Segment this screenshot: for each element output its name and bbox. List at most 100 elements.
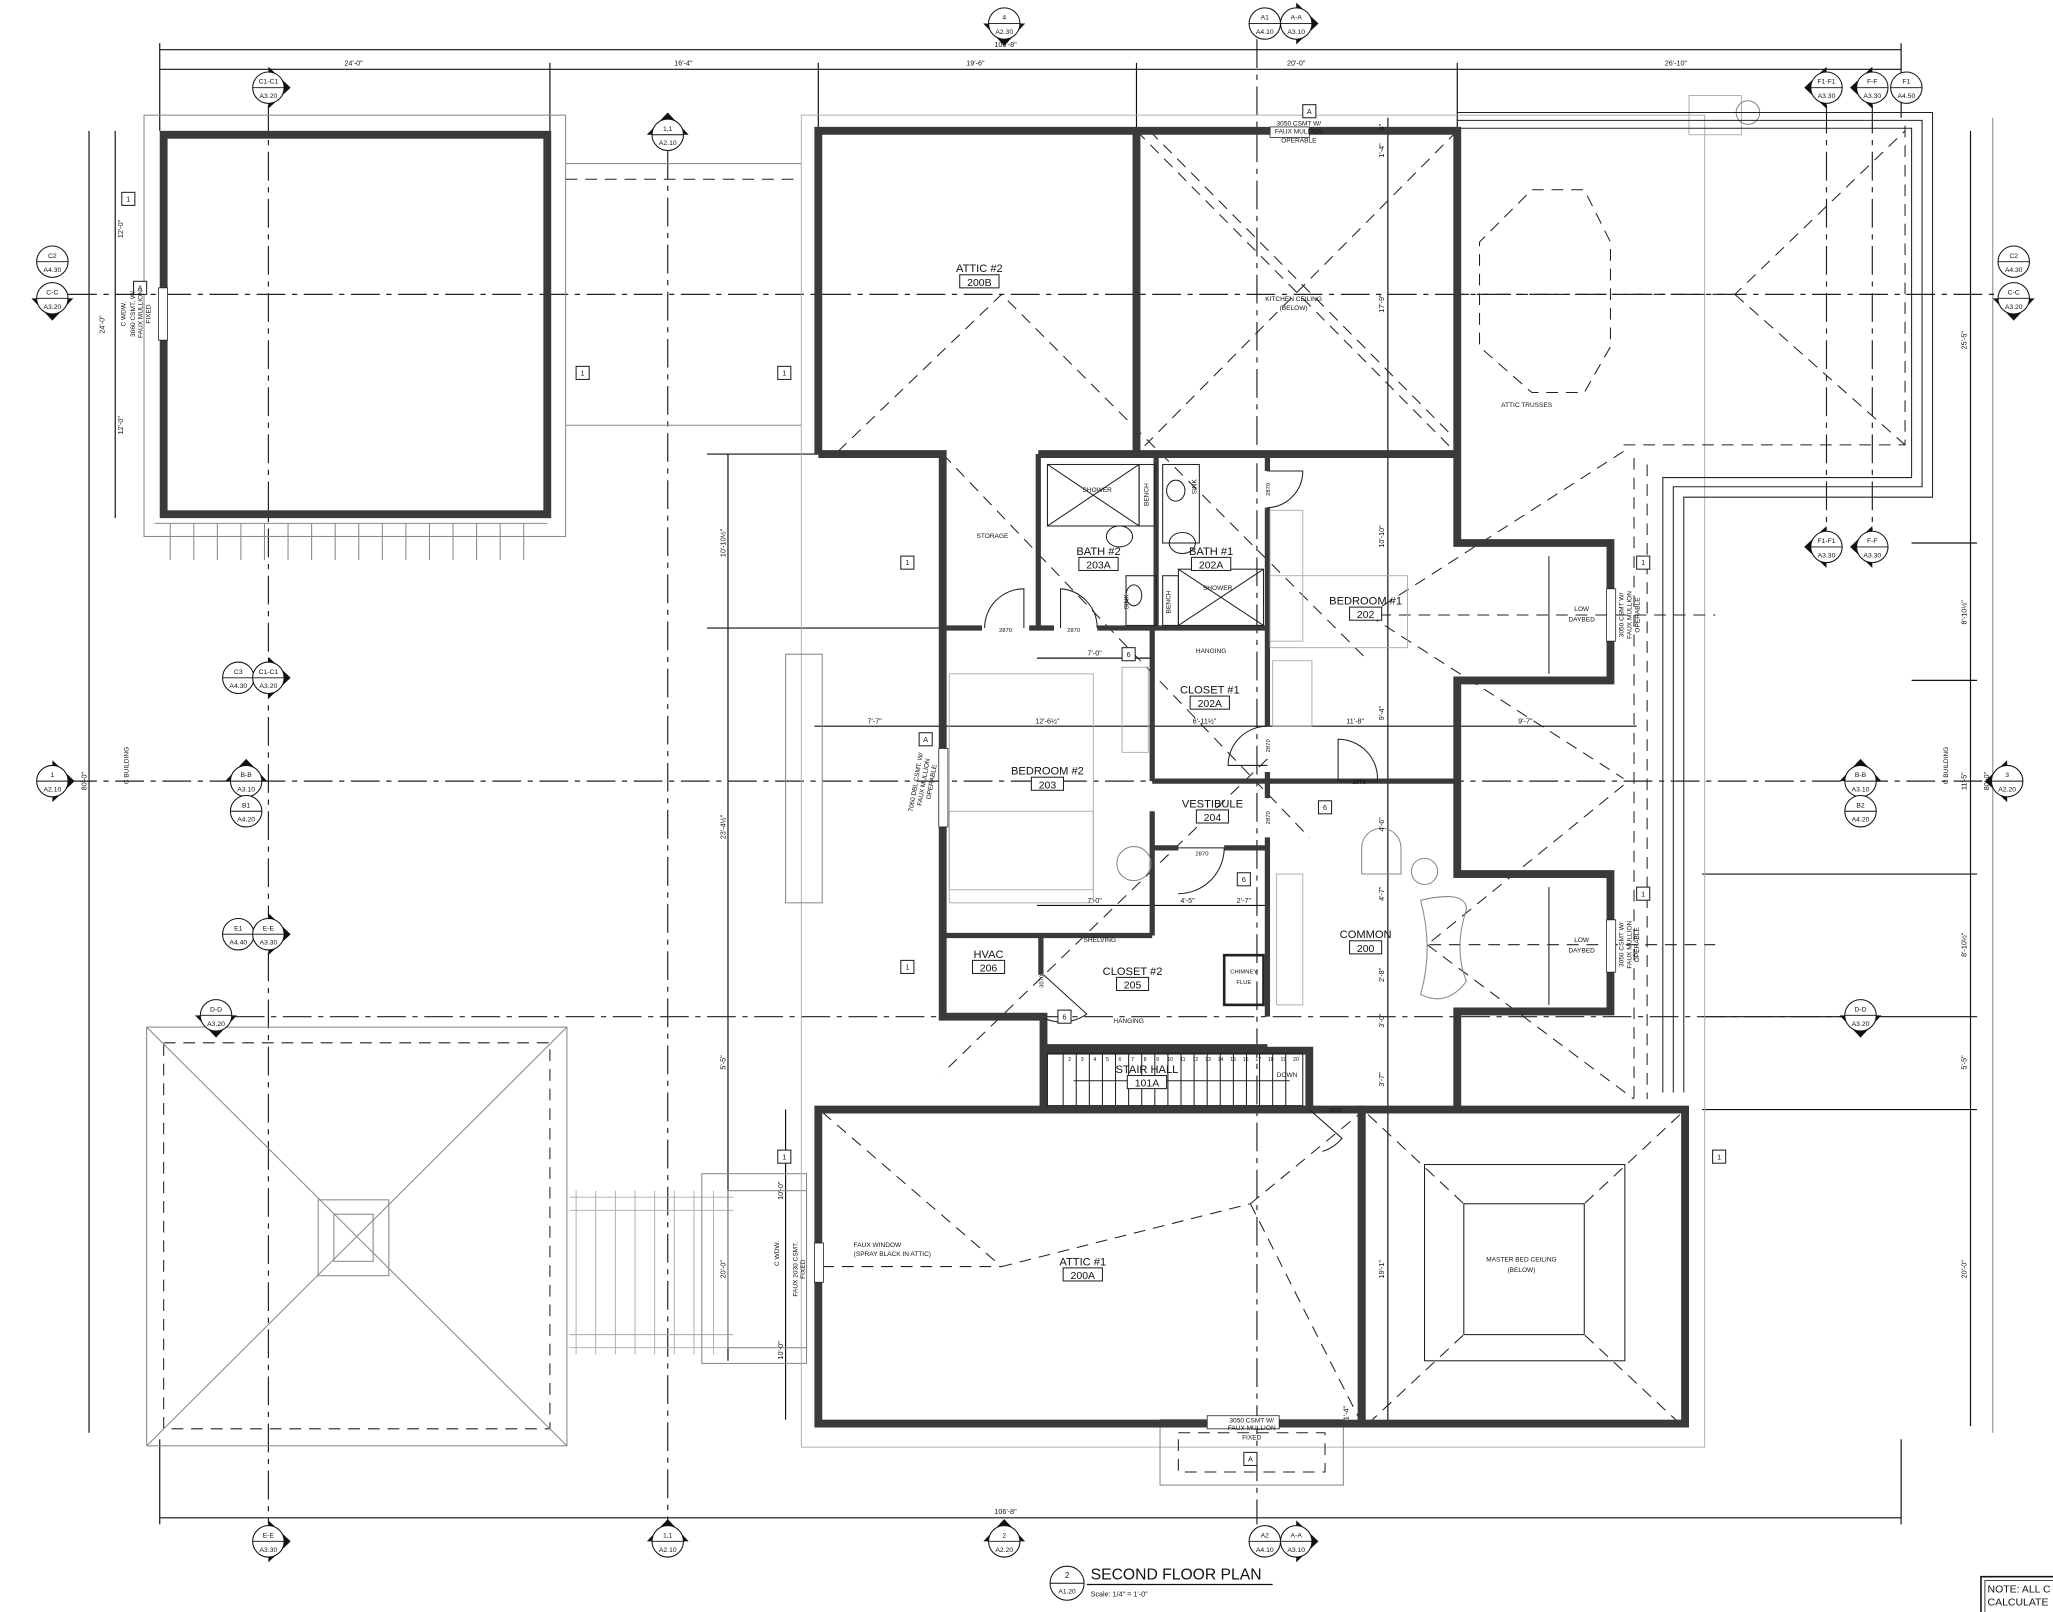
dimension-label: 20'-0" <box>718 1260 727 1279</box>
marker-detail-number: F-F <box>1867 79 1878 86</box>
keynote-tag: A <box>133 280 148 295</box>
section-marker: E-EA3.30 <box>252 1520 291 1563</box>
dimension-label: 3'-0" <box>1377 1013 1386 1028</box>
marker-detail-number: F1 <box>1902 79 1910 86</box>
bath-fixtures <box>948 463 1550 1152</box>
room-number: 203 <box>1039 780 1057 791</box>
section-marker: 4A2.30 <box>983 7 1026 46</box>
marker-detail-number: A-A <box>1291 1532 1303 1539</box>
dimension-label: 17'-9" <box>1377 294 1386 313</box>
section-marker: C-CA3.20 <box>1992 282 2035 321</box>
annotation-label: CHIMNEY <box>1230 969 1257 975</box>
keynote-tag: 6 <box>1236 872 1251 887</box>
marker-detail-number: A-A <box>1291 15 1303 22</box>
dimension-label: 19'-6" <box>966 58 985 67</box>
room-name: VESTIBULE <box>1182 798 1243 810</box>
marker-sheet-number: A4.20 <box>237 817 255 824</box>
annotation-label: DAYBED <box>1568 617 1595 624</box>
marker-sheet-number: A4.40 <box>229 940 247 947</box>
marker-sheet-number: A3.20 <box>207 1021 225 1028</box>
dimension-label: 4'-6" <box>1377 817 1386 832</box>
dimension-label: 80'-0" <box>79 772 88 791</box>
marker-sheet-number: A4.10 <box>1256 29 1274 36</box>
stair-riser-number: 3 <box>1081 1057 1084 1063</box>
marker-sheet-number: A2.30 <box>995 29 1013 36</box>
dimension-label: 1'-4" <box>1342 1406 1351 1421</box>
room-name: ATTIC #1 <box>1059 1256 1106 1268</box>
annotation-label: HANGING <box>1196 648 1226 655</box>
stair-riser-number: 14 <box>1218 1057 1224 1063</box>
annotation-label: FIXED <box>146 304 153 324</box>
annotation-label: DAYBED <box>1568 948 1595 955</box>
garage-window <box>158 287 168 341</box>
dimension-label: 12'-0" <box>116 416 125 435</box>
marker-sheet-number: A2.20 <box>1998 787 2016 794</box>
annotation-label: (BELOW) <box>1507 1267 1535 1274</box>
dimension-label: 10'-10" <box>1377 525 1386 548</box>
annotation-label: 3060 CSMT. W/ <box>130 291 137 337</box>
marker-sheet-number: A3.20 <box>1852 1021 1870 1028</box>
marker-sheet-number: A3.30 <box>1818 552 1836 559</box>
keynote-tag-text: A <box>1248 1455 1253 1464</box>
section-marker: 2A2.20 <box>983 1519 1026 1558</box>
room-number: 200B <box>967 278 991 289</box>
marker-detail-number: A2 <box>1261 1532 1270 1539</box>
door-tag: 2870 <box>999 628 1013 634</box>
annotation-label: HANGING <box>1113 1018 1143 1025</box>
keynote-tag-text: 1 <box>905 558 909 567</box>
annotation-label: 3050 CSMT W/ <box>1277 121 1322 128</box>
marker-detail-number: 2 <box>1002 1532 1006 1539</box>
marker-detail-number: F-F <box>1867 538 1878 545</box>
note-box: NOTE: ALL C CALCULATE <box>1980 1575 2053 1612</box>
annotation-label: 3050 CSMT W/ <box>1619 593 1626 638</box>
stair <box>1046 1052 1304 1107</box>
stair-riser-number: 19 <box>1280 1057 1286 1063</box>
marker-sheet-number: A4.30 <box>2005 267 2023 274</box>
keynote-tag-text: 1 <box>126 195 130 204</box>
dimension-label: 23'-4½" <box>718 814 727 839</box>
dimension-label: 10'-10½" <box>718 528 727 557</box>
room-name: CLOSET #2 <box>1103 966 1163 978</box>
dimension-label: 3'-7" <box>1377 1072 1386 1087</box>
section-marker: 1,1A2.10 <box>646 1519 689 1558</box>
section-marker: D-DA3.20 <box>1839 999 1882 1038</box>
marker-sheet-number: A3.30 <box>1863 93 1881 100</box>
annotation-label: FIXED <box>800 1259 807 1279</box>
annotations: KITCHEN CEILING(BELOW)ATTIC TRUSSESSTORA… <box>121 121 1951 1442</box>
keynote-tag-text: 1 <box>1717 1152 1721 1161</box>
room-number: 203A <box>1086 561 1110 572</box>
room-number: 202A <box>1198 699 1222 710</box>
drawing-title: 2 A1.20 SECOND FLOOR PLAN Scale: 1/4" = … <box>1049 1565 1273 1601</box>
marker-sheet-number: A3.10 <box>237 787 255 794</box>
dimension-label: 6'-11½" <box>1193 717 1217 726</box>
section-marker: E-EA3.30 <box>252 913 291 956</box>
room-number: 200 <box>1357 944 1375 955</box>
section-marker: C-CA3.20 <box>31 282 74 321</box>
marker-detail-number: C-C <box>46 289 58 296</box>
annotation-label: C WDW. <box>774 1241 781 1266</box>
dimension-label: 8'-10½" <box>1960 600 1969 625</box>
interior-walls <box>942 454 1550 1152</box>
keynote-tag-text: 6 <box>1242 875 1246 884</box>
keynote-tag: 1 <box>1636 886 1651 901</box>
stair-riser-number: 15 <box>1230 1057 1236 1063</box>
room-name: COMMON <box>1340 929 1392 941</box>
dimension-label: 80'-0" <box>1982 772 1991 791</box>
marker-detail-number: C-C <box>2008 289 2020 296</box>
keynote-tag-text: A <box>923 735 928 744</box>
keynote-tag-text: 6 <box>1062 1012 1066 1021</box>
annotation-label: BENCH <box>1143 483 1150 506</box>
keynote-tag: A <box>1302 104 1317 119</box>
annotation-label: OPERABLE <box>1281 138 1317 145</box>
